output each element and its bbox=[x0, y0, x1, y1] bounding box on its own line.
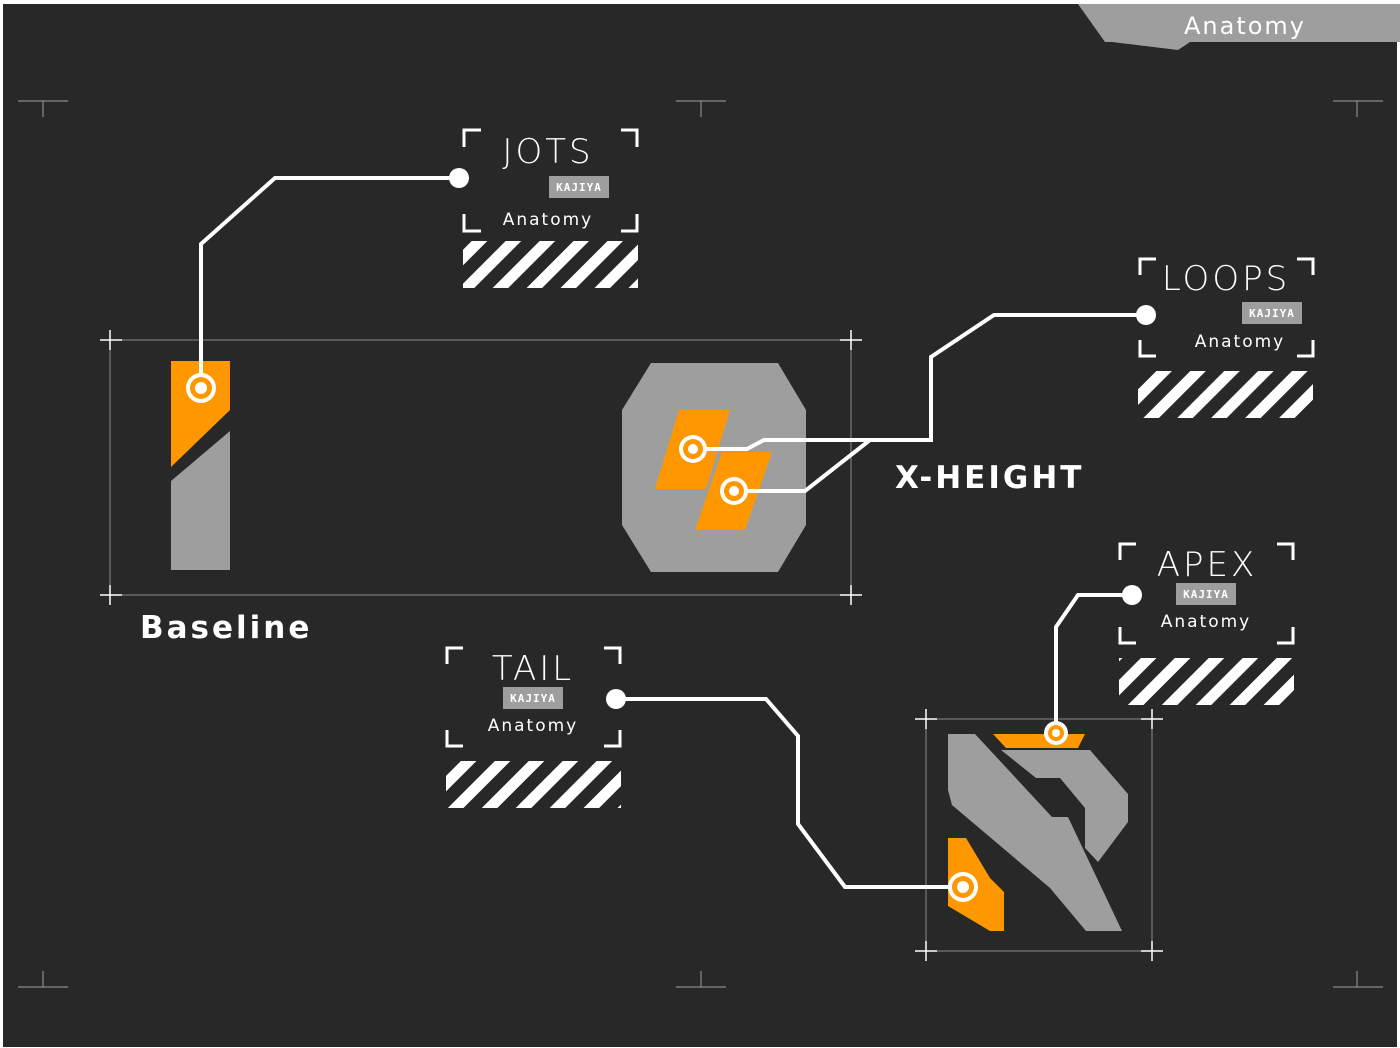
callout-jots-title: JOTS bbox=[502, 132, 593, 172]
leader-apex bbox=[1054, 593, 1132, 733]
header-title: Anatomy bbox=[1184, 12, 1306, 40]
callout-jots-tag-bg bbox=[549, 176, 609, 198]
callout-loops-stripes bbox=[1138, 371, 1313, 418]
callout-apex-stripes bbox=[1119, 658, 1294, 705]
label-xheight: X-HEIGHT bbox=[895, 460, 1084, 496]
target-apex bbox=[1044, 721, 1068, 745]
dot-apex bbox=[1122, 585, 1142, 605]
callout-jots-stripes bbox=[463, 241, 638, 288]
callout-tail-title: TAIL bbox=[492, 649, 574, 689]
callout-loops-subtitle: Anatomy bbox=[1195, 332, 1286, 352]
leader-loops-b bbox=[734, 438, 872, 493]
target-tail bbox=[948, 872, 978, 902]
leader-tail bbox=[616, 697, 963, 889]
glyph-octagon bbox=[622, 363, 806, 572]
callout-loops-tag: KAJIYA bbox=[1249, 307, 1295, 320]
callout-loops-tag-bg bbox=[1242, 302, 1302, 324]
dot-jots bbox=[449, 168, 469, 188]
leader-lines bbox=[199, 176, 1146, 889]
registration-marks bbox=[18, 100, 1383, 988]
leader-loops-a bbox=[693, 313, 1146, 451]
target-loops-a bbox=[679, 435, 707, 463]
callout-tail-subtitle: Anatomy bbox=[488, 716, 579, 736]
callout-apex-tag-bg bbox=[1176, 583, 1236, 605]
callout-loops: LOOPS KAJIYA Anatomy bbox=[1138, 257, 1315, 418]
target-markers bbox=[186, 168, 1156, 902]
glyph-lower bbox=[948, 734, 1128, 931]
callout-apex: APEX KAJIYA Anatomy bbox=[1118, 542, 1295, 705]
target-jots bbox=[186, 373, 216, 403]
callout-apex-title: APEX bbox=[1157, 545, 1258, 585]
callout-tail-tag: KAJIYA bbox=[510, 692, 556, 705]
callout-apex-tag: KAJIYA bbox=[1183, 588, 1229, 601]
guide-box-main bbox=[100, 330, 862, 605]
callout-loops-title: LOOPS bbox=[1162, 259, 1290, 299]
dot-loops bbox=[1136, 305, 1156, 325]
header-tab: Anatomy bbox=[1078, 4, 1400, 50]
callout-tail-stripes bbox=[446, 761, 621, 808]
label-baseline: Baseline bbox=[140, 610, 312, 646]
callout-jots-subtitle: Anatomy bbox=[503, 210, 594, 230]
callout-jots-tag: KAJIYA bbox=[556, 181, 602, 194]
leader-jots bbox=[199, 176, 459, 388]
target-loops-b bbox=[720, 477, 748, 505]
callout-tail-tag-bg bbox=[503, 687, 563, 709]
callout-jots: JOTS KAJIYA Anatomy bbox=[462, 128, 639, 288]
callout-tail: TAIL KAJIYA Anatomy bbox=[445, 646, 622, 808]
dot-tail bbox=[606, 689, 626, 709]
callout-apex-subtitle: Anatomy bbox=[1161, 612, 1252, 632]
guide-box-lower bbox=[915, 709, 1163, 961]
